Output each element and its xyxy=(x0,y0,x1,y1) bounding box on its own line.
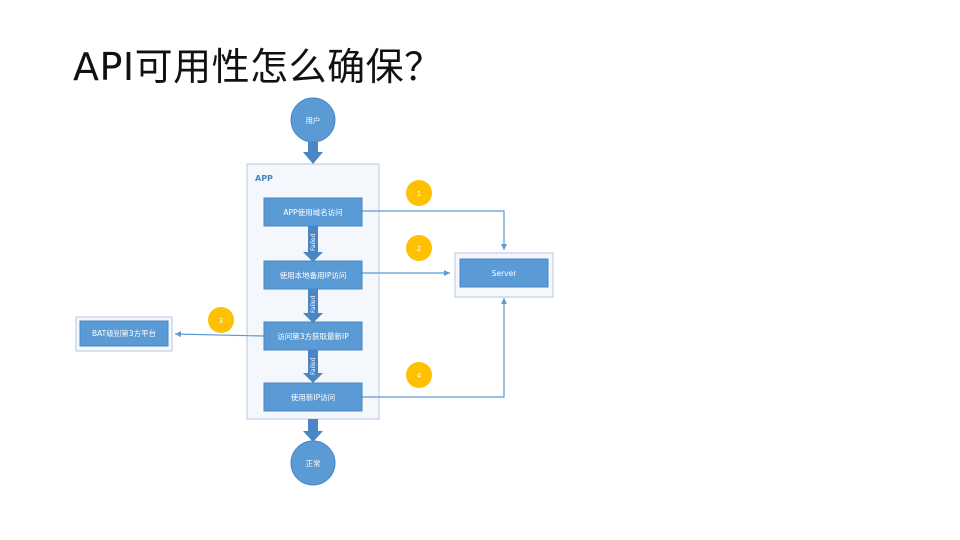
connector-step4-to-server xyxy=(362,298,507,398)
third-party-label: BAT级别第3方平台 xyxy=(92,328,156,338)
server-node: Server xyxy=(454,252,554,298)
flow-arrow-step2-to-step3: Failed xyxy=(303,289,323,323)
flow-arrow-step3-to-step4: Failed xyxy=(303,350,323,383)
page-title: API可用性怎么确保？ xyxy=(73,45,443,89)
flow-arrow-step4-to-normal xyxy=(303,419,323,442)
step4-label: 使用新IP访问 xyxy=(291,392,335,402)
user-node: 用户 xyxy=(290,97,336,143)
badge-2: 2 xyxy=(406,235,432,261)
badge-3: 3 xyxy=(208,307,234,333)
user-node-label: 用户 xyxy=(306,115,321,125)
step4-node: 使用新IP访问 xyxy=(263,382,363,412)
normal-node: 正常 xyxy=(290,440,336,486)
svg-text:4: 4 xyxy=(417,372,422,380)
failed-label: Failed xyxy=(310,295,317,313)
step1-label: APP使用域名访问 xyxy=(283,207,342,217)
badge-1: 1 xyxy=(406,180,432,206)
third-party-node: BAT级别第3方平台 xyxy=(75,316,173,352)
connector-step1-to-server xyxy=(362,210,507,250)
failed-label: Failed xyxy=(310,233,317,251)
app-container-label: APP xyxy=(255,174,273,183)
svg-text:2: 2 xyxy=(417,245,421,253)
server-label: Server xyxy=(492,269,518,278)
svg-text:1: 1 xyxy=(417,190,421,198)
normal-node-label: 正常 xyxy=(306,459,321,468)
badge-4: 4 xyxy=(406,362,432,388)
connector-step3-to-third-party xyxy=(174,331,265,338)
failed-label: Failed xyxy=(310,357,317,375)
svg-text:3: 3 xyxy=(219,317,223,325)
step3-node: 访问第3方获取最新IP xyxy=(263,321,363,351)
step2-label: 使用本地备用IP访问 xyxy=(280,270,347,280)
flow-arrow-user-to-app xyxy=(303,142,323,164)
step1-node: APP使用域名访问 xyxy=(263,197,363,227)
step2-node: 使用本地备用IP访问 xyxy=(263,260,363,290)
flow-arrow-step1-to-step2: Failed xyxy=(303,226,323,262)
step3-label: 访问第3方获取最新IP xyxy=(277,331,349,341)
